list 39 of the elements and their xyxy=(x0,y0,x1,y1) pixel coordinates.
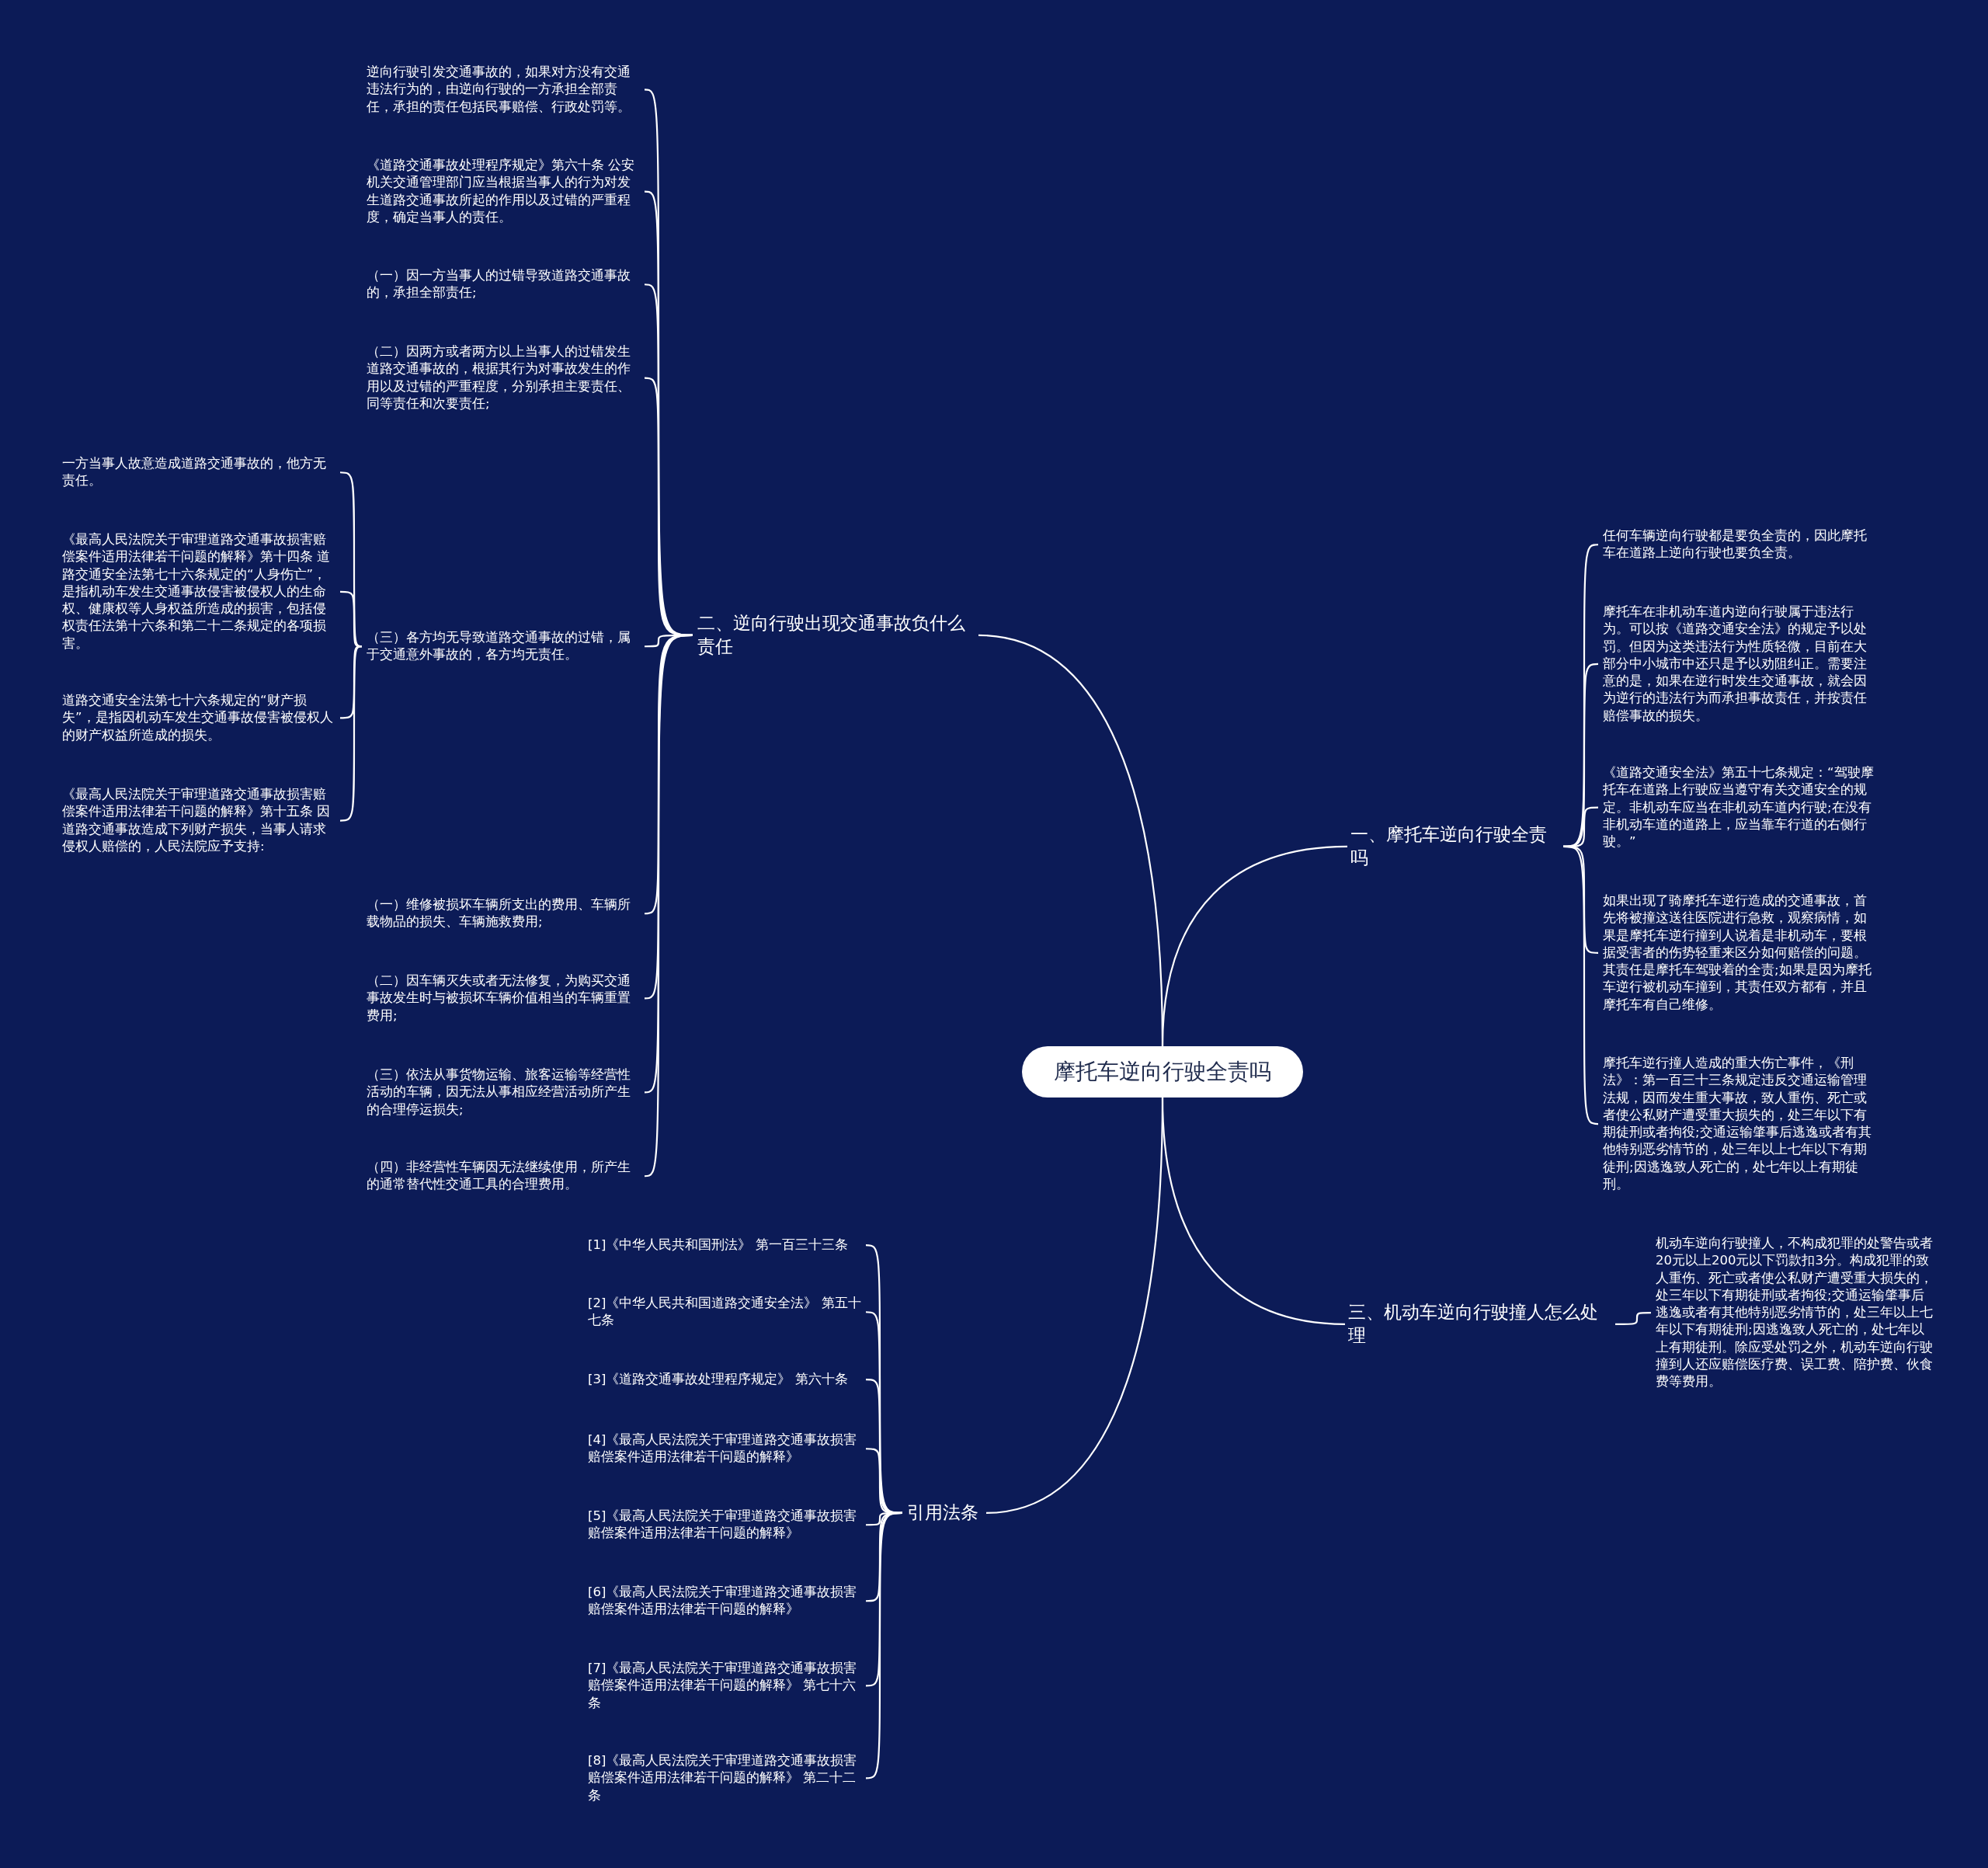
connector-line xyxy=(1615,1312,1651,1325)
detail-text: 一方当事人故意造成道路交通事故的，他方无责任。 xyxy=(62,455,327,490)
branch-topic: 二、逆向行驶出现交通事故负什么责任 xyxy=(697,612,966,658)
detail-text: 摩托车在非机动车道内逆向行驶属于违法行为。可以按《道路交通安全法》的规定予以处罚。但因为这类违法行为性质轻微，目前在大部分中小城市中还只是予以劝阻纠正。需要注意的是，如果在逆行时发生交通事故，就会因为逆行的违法行为而承担事故责任，并按责任赔偿事故的损失。 xyxy=(1603,604,1868,725)
detail-text: [4]《最高人民法院关于审理道路交通事故损害赔偿案件适用法律若干问题的解释》 xyxy=(588,1431,858,1466)
detail-text: 如果出现了骑摩托车逆行造成的交通事故，首先将被撞这送往医院进行急救，观察病情，如果是摩托车逆行撞到人说着是非机动车，要根据受害者的伤势轻重来区分如何赔偿的问题。其责任是摩托车驾驶着的全责;如果是因为摩托车逆行被机动车撞到，其责任双方都有，并且摩托车有自己维修。 xyxy=(1603,892,1872,1014)
detail-text: 《最高人民法院关于审理道路交通事故损害赔偿案件适用法律若干问题的解释》第十五条 因道路交通事故造成下列财产损失，当事人请求侵权人赔偿的，人民法院应予支持: xyxy=(62,786,332,855)
detail-text: 逆向行驶引发交通事故的，如果对方没有交通违法行为的，由逆向行驶的一方承担全部责任，承担的责任包括民事赔偿、行政处罚等。 xyxy=(367,64,631,116)
detail-text: 道路交通安全法第七十六条规定的“财产损失”，是指因机动车发生交通事故侵害被侵权人的财产权益所造成的损失。 xyxy=(62,692,334,744)
connector-line xyxy=(644,634,693,1178)
detail-text: [6]《最高人民法院关于审理道路交通事故损害赔偿案件适用法律若干问题的解释》 xyxy=(588,1584,858,1619)
detail-text: （三）各方均无导致道路交通事故的过错，属于交通意外事故的，各方均无责任。 xyxy=(367,629,631,664)
detail-text: （二）因车辆灭失或者无法修复，为购买交通事故发生时与被损坏车辆价值相当的车辆重置费用; xyxy=(367,972,631,1024)
detail-text: （三）依法从事货物运输、旅客运输等经营性活动的车辆，因无法从事相应经营活动所产生的合理停运损失; xyxy=(367,1066,631,1118)
detail-text: [2]《中华人民共和国道路交通安全法》 第五十七条 xyxy=(588,1295,861,1330)
connector-line xyxy=(1563,845,1599,1125)
detail-text: （四）非经营性车辆因无法继续使用，所产生的通常替代性交通工具的合理费用。 xyxy=(367,1159,631,1194)
connector-line xyxy=(340,645,363,822)
detail-text: 《道路交通事故处理程序规定》第六十条 公安机关交通管理部门应当根据当事人的行为对发生道路交通事故所起的作用以及过错的严重程度，确定当事人的责任。 xyxy=(367,157,636,226)
connector-line xyxy=(1161,845,1348,1047)
connector-line xyxy=(865,1511,902,1779)
detail-text: 任何车辆逆向行驶都是要负全责的，因此摩托车在道路上逆向行驶也要负全责。 xyxy=(1603,527,1868,562)
detail-text: （一）维修被损坏车辆所支出的费用、车辆所载物品的损失、车辆施救费用; xyxy=(367,896,631,931)
detail-text: （二）因两方或者两方以上当事人的过错发生道路交通事故的，根据其行为对事故发生的作用以及过错的严重程度，分别承担主要责任、同等责任和次要责任; xyxy=(367,343,631,412)
detail-text: 《最高人民法院关于审理道路交通事故损害赔偿案件适用法律若干问题的解释》第十四条 道路交通安全法第七十六条规定的“人身伤亡”，是指机动车发生交通事故侵害被侵权人的生命权、健康权等人身权益所造成的损害，包括侵权责任法第十六条和第二十二条规定的各项损害。 xyxy=(62,531,332,652)
branch-topic: 三、机动车逆向行驶撞人怎么处理 xyxy=(1348,1301,1599,1347)
detail-text: 机动车逆向行驶撞人，不构成犯罪的处警告或者20元以上200元以下罚款扣3分。构成犯罪的致人重伤、死亡或者使公私财产遭受重大损失的，处三年以下有期徒刑或者拘役;交通运输肇事后逃逸或者有其他特别恶劣情节的，处三年以上七年以下有期徒刑;因逃逸致人死亡的，处七年以上有期徒刑。除应受处罚之外，机动车逆向行驶撞到人还应赔偿医疗费、误工费、陪护费、伙食费等费用。 xyxy=(1656,1235,1934,1391)
central-topic-pill: 摩托车逆向行驶全责吗 xyxy=(1022,1046,1303,1097)
detail-text: [7]《最高人民法院关于审理道路交通事故损害赔偿案件适用法律若干问题的解释》 第七十六条 xyxy=(588,1660,858,1712)
detail-text: [3]《道路交通事故处理程序规定》 第六十条 xyxy=(588,1371,849,1388)
detail-text: [1]《中华人民共和国刑法》 第一百三十三条 xyxy=(588,1237,849,1254)
detail-text: 《道路交通安全法》第五十七条规定：“驾驶摩托车在道路上行驶应当遵守有关交通安全的规定。非机动车应当在非机动车道内行驶;在没有非机动车道的道路上，应当靠车行道的右侧行驶。” xyxy=(1603,764,1875,851)
branch-topic: 引用法条 xyxy=(907,1501,979,1524)
detail-text: [5]《最高人民法院关于审理道路交通事故损害赔偿案件适用法律若干问题的解释》 xyxy=(588,1508,858,1543)
connector-line xyxy=(985,1097,1164,1515)
branch-topic: 一、摩托车逆向行驶全责吗 xyxy=(1350,823,1548,869)
detail-text: 摩托车逆行撞人造成的重大伤亡事件，《刑法》：第一百三十三条规定违反交通运输管理法规，因而发生重大事故，致人重伤、死亡或者使公私财产遭受重大损失的，处三年以下有期徒刑或者拘役;交通运输肇事后逃逸或者有其他特别恶劣情节的，处三年以上七年以下有期徒刑;因逃逸致人死亡的，处七年以上有期徒刑。 xyxy=(1603,1055,1872,1193)
detail-text: [8]《最高人民法院关于审理道路交通事故损害赔偿案件适用法律若干问题的解释》 第二十二条 xyxy=(588,1752,858,1804)
detail-text: （一）因一方当事人的过错导致道路交通事故的，承担全部责任; xyxy=(367,267,631,302)
